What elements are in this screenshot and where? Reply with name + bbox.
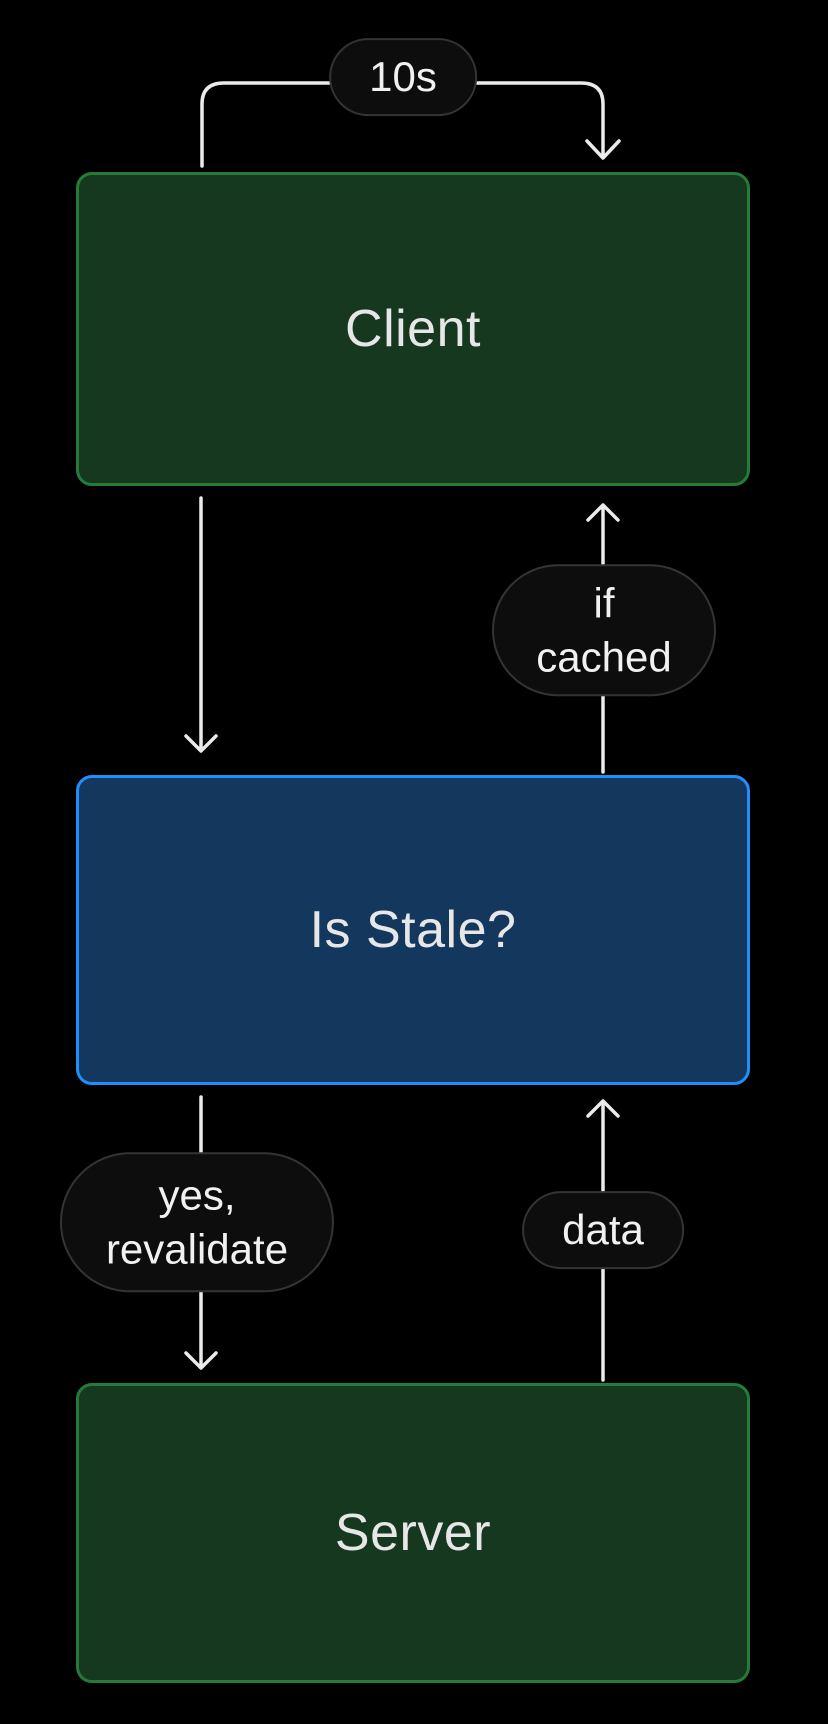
arrowhead-client-to-stale-icon [184,734,218,753]
node-client-label: Client [345,300,481,358]
arrowhead-server-to-stale-icon [586,1099,620,1118]
arrowhead-stale-to-server-icon [184,1351,218,1370]
node-server: Server [76,1383,750,1683]
arrowhead-stale-to-client-icon [586,503,620,522]
edge-label-10s: 10s [329,38,477,116]
node-client: Client [76,172,750,486]
arrowhead-loop-down-icon [585,139,621,160]
node-is-stale: Is Stale? [76,775,750,1085]
edge-label-yes-revalidate: yes, revalidate [59,1152,335,1292]
edge-label-data: data [522,1191,684,1269]
node-server-label: Server [334,1504,492,1562]
edge-label-if-cached: if cached [492,564,716,696]
node-is-stale-label: Is Stale? [309,901,517,959]
